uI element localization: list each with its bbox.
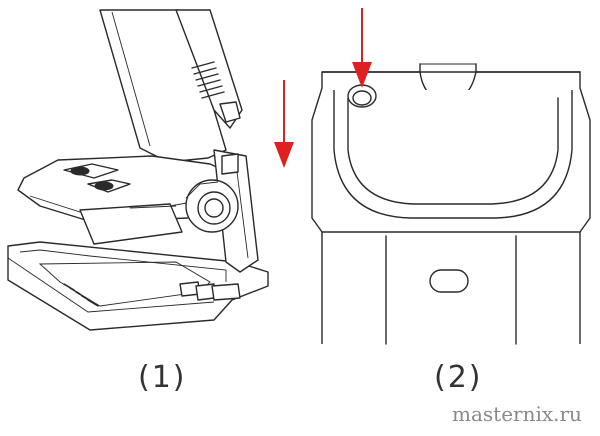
down-arrow-icon <box>274 80 294 168</box>
watermark: masternix.ru <box>452 402 582 426</box>
down-arrow-icon <box>352 8 372 88</box>
motor-head <box>17 155 233 245</box>
panel-2-caption: (2) <box>434 360 483 395</box>
panel-1-caption: (1) <box>138 360 187 395</box>
upper-cover-panel <box>333 90 573 219</box>
body-slot <box>429 269 469 293</box>
tray-ridges <box>63 283 99 307</box>
base-tray <box>7 241 269 331</box>
vent-slots <box>191 61 225 99</box>
vacuum-handle <box>99 9 243 163</box>
panel-1-illustration <box>7 9 294 331</box>
panel-2-illustration <box>311 8 591 345</box>
release-button-icon <box>347 84 377 108</box>
wheel <box>185 179 239 233</box>
